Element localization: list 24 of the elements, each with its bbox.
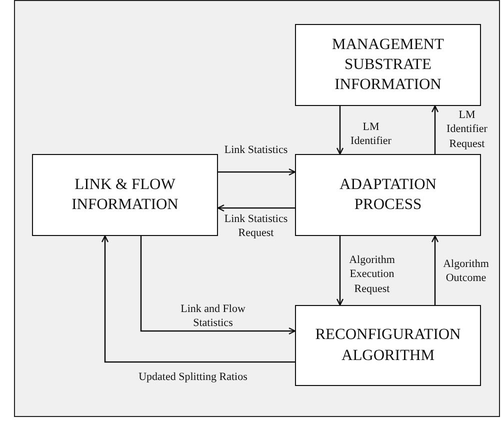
edge-label: Algorithm Execution Request [348, 253, 396, 296]
edge-label: LM Identifier [350, 120, 392, 149]
arrow [431, 235, 439, 305]
box-title: LINK & FLOW INFORMATION [70, 174, 180, 215]
arrow [218, 168, 296, 176]
process-box [295, 305, 481, 386]
process-box [295, 154, 481, 236]
box-title: RECONFIGURATION ALGORITHM [314, 325, 462, 366]
arrow [217, 204, 295, 212]
edge-label: Algorithm Outcome [442, 257, 490, 286]
process-box [32, 154, 218, 236]
box-title: ADAPTATION PROCESS [338, 174, 438, 215]
arrow [431, 105, 439, 154]
edge-label: LM Identifier Request [446, 108, 488, 151]
process-box [295, 24, 481, 106]
arrow [101, 235, 295, 363]
arrow [140, 236, 296, 335]
edge-label: Link Statistics Request [224, 212, 288, 241]
edge-label: Link and Flow Statistics [180, 302, 246, 331]
arrow [336, 106, 344, 155]
box-title: MANAGEMENT SUBSTRATE INFORMATION [331, 34, 445, 96]
edge-label: Link Statistics [224, 143, 288, 158]
arrow [336, 236, 344, 306]
edge-label: Updated Splitting Ratios [138, 370, 248, 384]
